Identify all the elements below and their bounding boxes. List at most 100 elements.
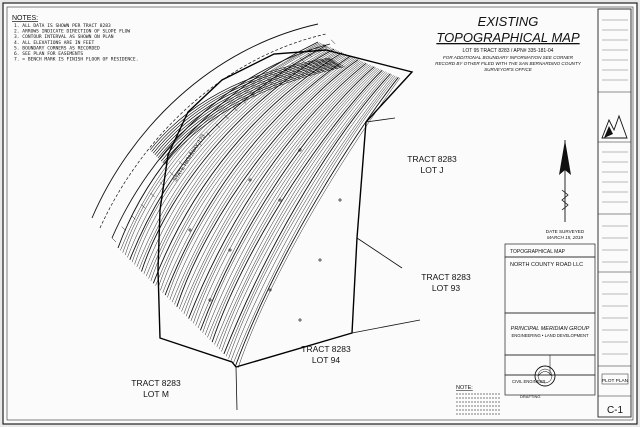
firm-logo-mountain-icon [601,114,628,139]
note-line: 1. ALL DATA IS SHOWN PER TRACT 8283 [14,23,111,29]
contour-line [237,77,401,369]
contour-line [195,65,372,326]
slope-tick [188,151,193,156]
index-contour [164,55,351,296]
client-title: NORTH COUNTY ROAD LLC [510,262,583,268]
index-contour [152,52,343,284]
slope-tick [299,57,304,62]
contour-line [124,43,323,256]
contour-line [127,44,325,258]
slope-tick [241,99,247,104]
contour-line [202,67,377,333]
engineer-panel [504,374,596,396]
lot-labels: TRACT 8283 LOT J TRACT 8283 LOT 93 TRACT… [131,154,471,399]
note-line: 3. CONTOUR INTERVAL AS SHOWN ON PLAN [14,34,114,40]
index-contour [223,73,391,355]
slope-tick [140,204,146,209]
ridge-contour [160,64,342,162]
contour-line [162,55,349,293]
contour-line [207,68,380,338]
contour-line [145,50,338,277]
ridge-contour [156,61,337,157]
contour-line [178,60,360,310]
note-line: 7. = BENCH MARK IS FINISH FLOOR OF RESID… [14,57,138,63]
contour-line [225,74,393,357]
property-boundary [157,49,414,368]
index-contour [141,48,335,272]
contour-line [230,75,396,361]
slope-tick [291,62,296,67]
contour-line [120,42,320,251]
contour-line [160,54,348,291]
lot-94-label: LOT 94 [312,355,340,365]
index-contour [188,62,367,319]
contour-line [218,72,388,350]
contour-line [169,57,354,300]
note-line: 2. ARROWS INDICATE DIRECTION OF SLOPE FL… [14,29,130,35]
ridge-contour [164,66,345,165]
contour-line [193,64,370,324]
contour-line [122,43,322,253]
topo-title-text: TOPOGRAPHICAL MAP [510,249,566,255]
north-arrow: DATE SURVEYED MARCH 15, 2019 [546,140,585,240]
sheet-number: C-1 [607,405,624,416]
lot-line-j [365,117,396,123]
title-block-main: EXISTING TOPOGRAPHICAL MAP LOT 95 TRACT … [435,14,582,72]
contour-line [197,65,373,329]
contour-line [204,67,378,336]
note-line: 6. SEE PLAN FOR EASEMENTS [14,51,83,57]
slope-tick [330,39,336,44]
lot-j-tract: TRACT 8283 [407,154,457,164]
slope-tick [178,161,184,166]
contour-line [185,62,365,317]
slope-tick [323,43,328,49]
contour-line [233,76,397,364]
contour-line [148,51,340,279]
contour-line [214,70,385,345]
plot-plan-box [601,373,629,385]
north-arrow-head-icon [559,140,571,175]
title-line-2: TOPOGRAPHICAL MAP [436,30,580,45]
lot-93-tract: TRACT 8283 [421,272,471,282]
title-strip: PLOT PLAN C-1 [597,8,632,418]
civil-engineer-label: CIVIL ENGINEER [512,379,545,384]
notes-heading: NOTES: [12,15,38,22]
ridge-contour [154,60,335,155]
index-contour [176,59,359,307]
note-line: 4. ALL ELEVATIONS ARE IN FEET [14,40,94,46]
ridge-contour [151,58,332,152]
slope-tick [267,79,272,84]
contour-line [157,53,346,289]
lot-94-tract: TRACT 8283 [301,344,351,354]
title-subtext-3: SURVEYOR'S OFFICE [484,67,533,72]
topographic-contour-map: STATE HIGHWAY 173 [91,23,421,411]
title-strip-frame [597,8,632,418]
index-contour [129,45,327,260]
road-edge-upper [91,23,319,219]
index-contour [199,66,375,331]
road-edge-lower [111,43,331,239]
contour-line [134,46,330,265]
slope-tick [111,237,117,243]
contour-line [155,53,344,286]
title-reference: LOT 95 TRACT 8283 / APN# 335-181-04 [463,48,554,54]
slope-tick [150,192,155,198]
slope-tick [121,226,126,231]
slope-tick [215,123,220,128]
slope-tick [197,141,202,146]
slope-tick [275,73,280,78]
contour-line [216,71,386,347]
firm-subtitle: ENGINEERING • LAND DEVELOPMENT [511,333,589,338]
index-contour [235,77,399,366]
title-line-1: EXISTING [478,14,539,29]
slope-tick [206,132,211,137]
slope-tick [131,215,136,220]
slope-tick [250,92,255,97]
lot-93-label: LOT 93 [432,283,460,293]
slope-tick [224,114,229,120]
slope-tick [307,52,312,58]
engineer-seal [534,365,556,387]
drafting-label: DRAFTING [520,394,540,399]
title-strip-rules [602,19,628,355]
